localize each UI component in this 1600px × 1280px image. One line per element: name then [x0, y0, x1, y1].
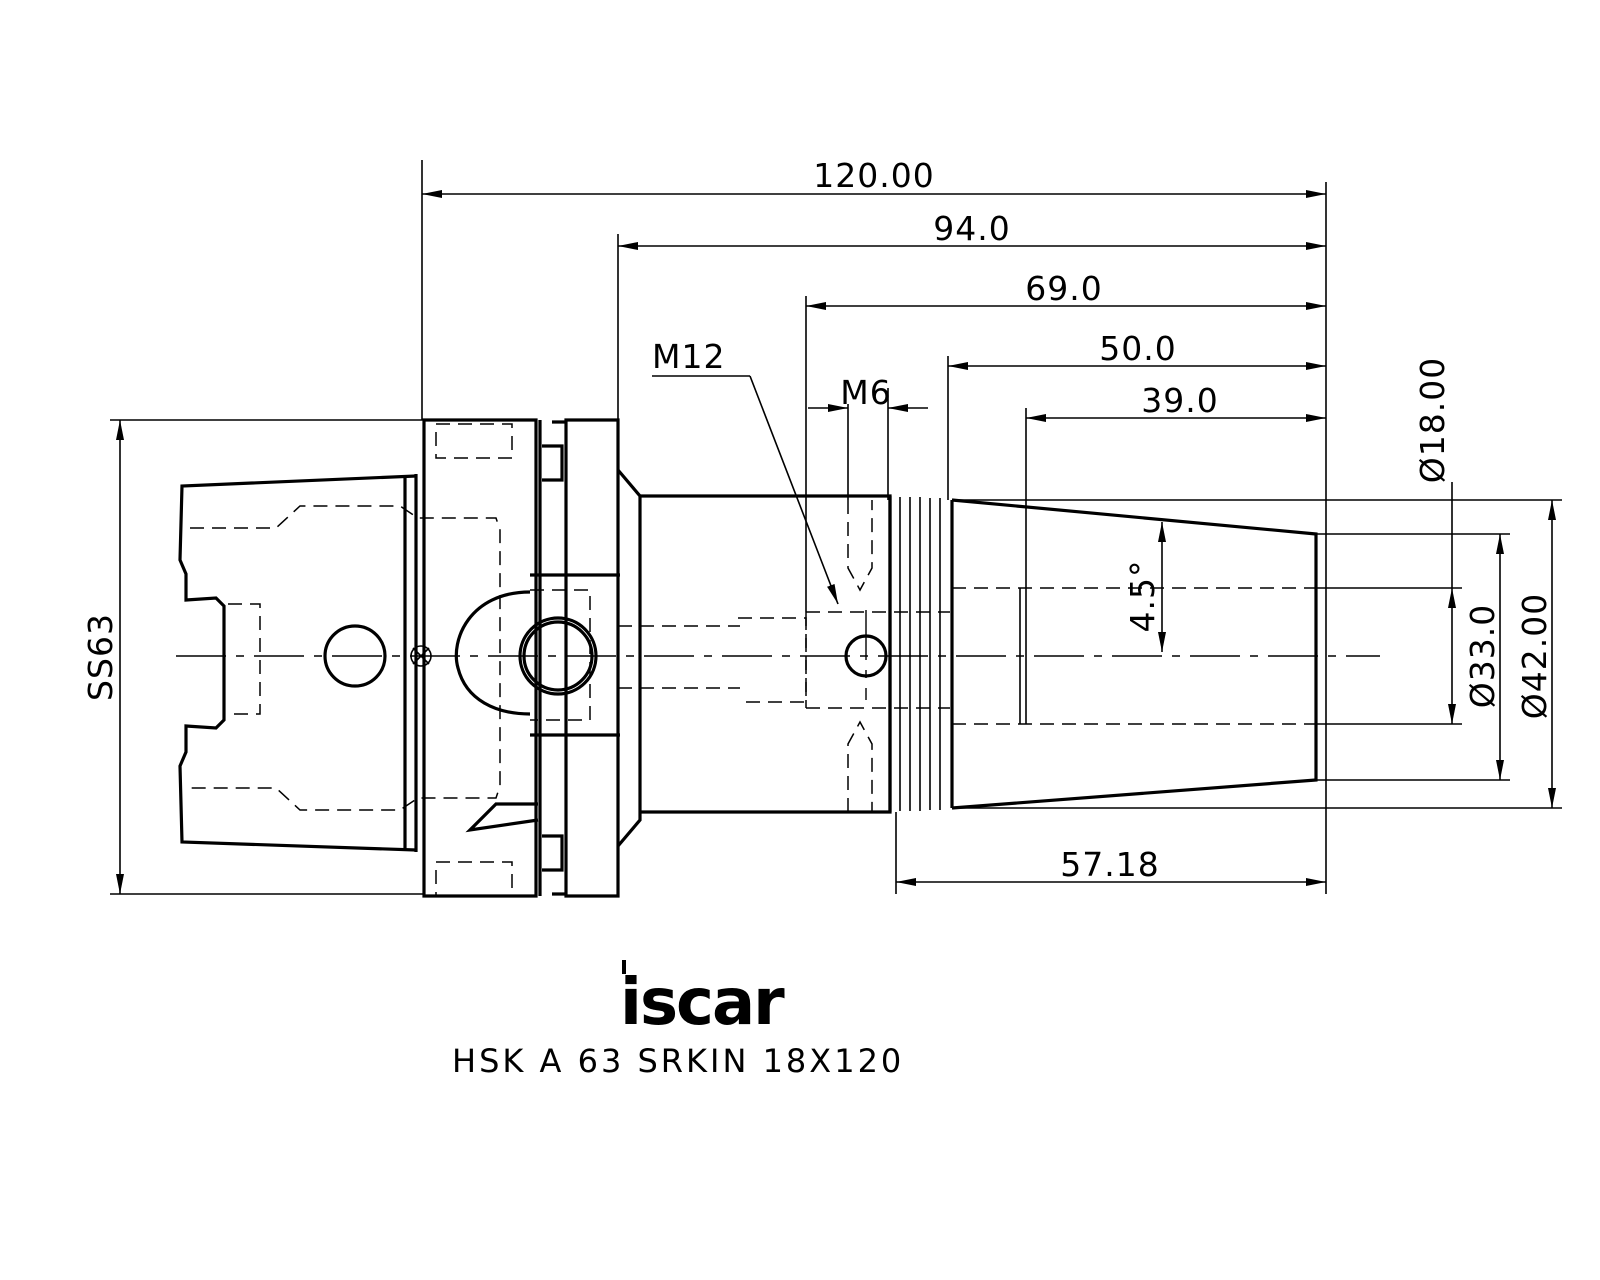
- dim-120: 120.00: [813, 156, 934, 195]
- dim-m6: M6: [840, 373, 891, 412]
- dim-dia42: Ø42.00: [1515, 593, 1554, 719]
- part-outline: [178, 418, 1318, 898]
- hidden-features: [190, 500, 1316, 812]
- hsk-taper-shank: [178, 474, 417, 852]
- nose-taper: [951, 498, 1318, 810]
- dim-69: 69.0: [1025, 269, 1102, 308]
- thread-section: [888, 496, 954, 812]
- dim-94: 94.0: [933, 209, 1010, 248]
- dim-angle: 4.5°: [1123, 560, 1162, 633]
- dim-m12: M12: [652, 337, 725, 376]
- dim-50: 50.0: [1099, 329, 1176, 368]
- part-label: HSK A 63 SRKIN 18X120: [452, 1042, 904, 1080]
- dim-5718: 57.18: [1060, 845, 1159, 884]
- logo-text: iscar: [620, 966, 785, 1040]
- dim-ss63: SS63: [81, 613, 120, 701]
- dim-dia18: Ø18.00: [1413, 357, 1452, 483]
- body: [640, 494, 892, 814]
- dimensions: 120.00 94.0 69.0 50.0 39.0 M6 M12 57.18 …: [81, 156, 1562, 895]
- iscar-logo: iscar: [620, 960, 787, 1040]
- dim-dia33: Ø33.0: [1463, 604, 1502, 708]
- dim-39: 39.0: [1141, 381, 1218, 420]
- flange: [422, 418, 538, 898]
